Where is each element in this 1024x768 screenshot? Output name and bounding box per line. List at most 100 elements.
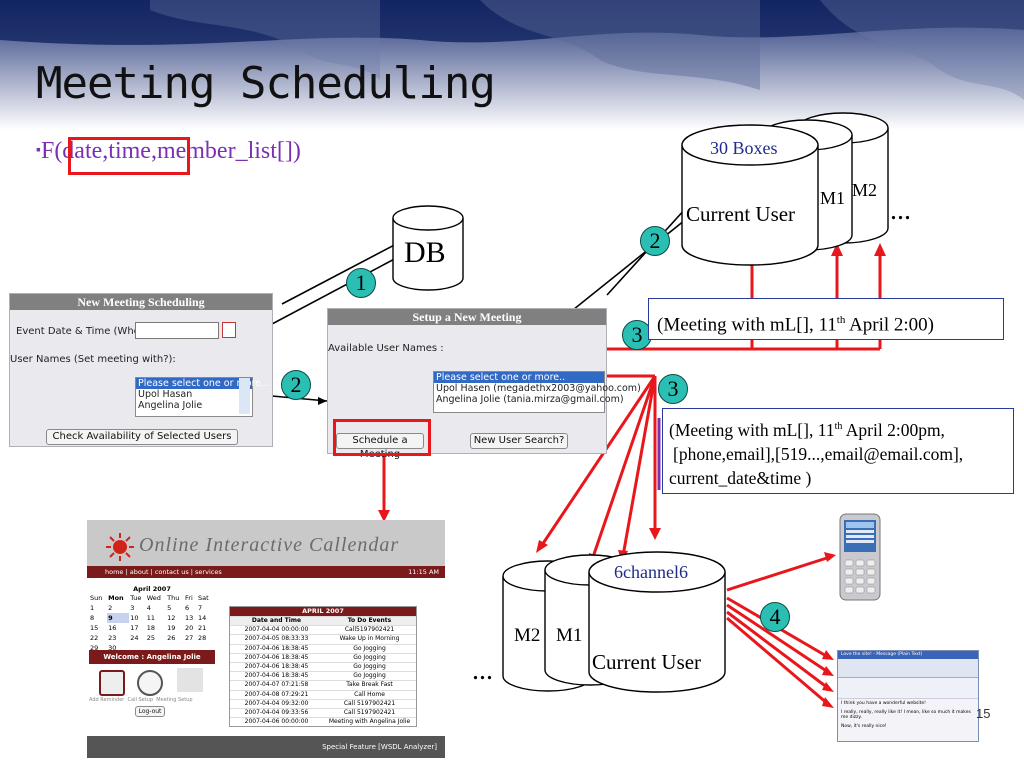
bottom-stack-ellipsis: ...	[472, 655, 493, 686]
user-select-list[interactable]: Please select one or more... Upol Hasan …	[135, 377, 271, 417]
logout-button[interactable]: Log-out	[135, 706, 165, 717]
icon-label: Call Setup	[127, 697, 154, 703]
day[interactable]: 7	[197, 604, 203, 612]
table-row: 2007-04-06 18:38:45 Go Jogging	[230, 671, 416, 680]
available-user-option[interactable]: Angelina Jolie (tania.mirza@gmail.com)	[436, 394, 624, 405]
weekday: Wed	[146, 594, 161, 602]
day[interactable]: 21	[197, 624, 207, 632]
special-feature-link[interactable]: Special Feature [WSDL Analyzer]	[322, 743, 437, 751]
day[interactable]: 18	[146, 624, 156, 632]
day[interactable]: 30	[108, 644, 117, 652]
email-message-window: Love the site! - Message (Plain Text) I …	[837, 650, 979, 742]
cell: 2007-04-07 07:21:58	[244, 681, 309, 689]
top-stack-current-cylinder	[681, 145, 819, 266]
call-setup-icon[interactable]	[137, 670, 163, 696]
day[interactable]: 3	[130, 604, 135, 612]
user-option[interactable]: Please select one or more...	[136, 378, 271, 389]
day[interactable]: 17	[130, 624, 139, 632]
setup-meeting-header: Setup a New Meeting	[328, 309, 606, 325]
check-availability-button[interactable]: Check Availability of Selected Users	[46, 429, 238, 445]
day[interactable]: 13	[185, 614, 194, 622]
cell: 2007-04-06 18:38:45	[244, 653, 309, 661]
day[interactable]: 29	[90, 644, 99, 652]
weekday: Tue	[130, 594, 142, 602]
day[interactable]: 19	[167, 624, 176, 632]
user-option[interactable]: Upol Hasan	[138, 389, 193, 400]
day[interactable]: 24	[130, 634, 139, 642]
day-today[interactable]: 9	[107, 613, 130, 623]
cell: 2007-04-06 00:00:00	[244, 718, 309, 726]
email-body-line: I really, really, really like it! I mean…	[841, 710, 971, 720]
step-3-badge-bottom: 3	[658, 374, 688, 404]
cell: 2007-04-06 18:38:45	[244, 672, 309, 680]
events-table-title: APRIL 2007	[230, 607, 416, 616]
day[interactable]: 10	[130, 614, 139, 622]
cell: 2007-04-04 00:00:00	[244, 626, 309, 634]
email-toolbar	[838, 659, 978, 678]
event-date-input[interactable]	[135, 322, 219, 339]
top-stack-current-user: Current User	[686, 202, 796, 226]
day[interactable]: 25	[146, 634, 156, 642]
weekday: Sun	[90, 594, 103, 602]
available-user-option[interactable]: Please select one or more..	[434, 372, 604, 383]
day[interactable]: 2	[108, 604, 113, 612]
bullet-marker: ▪	[36, 143, 41, 158]
day[interactable]: 15	[90, 624, 99, 632]
email-titlebar: Love the site! - Message (Plain Text)	[838, 651, 978, 659]
note-bottom-line3: current_date&time )	[669, 467, 812, 488]
day[interactable]: 6	[185, 604, 190, 612]
day[interactable]: 5	[167, 604, 172, 612]
user-option[interactable]: Angelina Jolie	[138, 400, 203, 411]
day[interactable]: 16	[108, 624, 117, 632]
day[interactable]: 14	[197, 614, 207, 622]
icon-label: Add Reminder	[89, 697, 125, 703]
cell: Wake Up in Morning	[339, 635, 400, 643]
day[interactable]: 4	[146, 604, 151, 612]
calendar-nav-links[interactable]: home | about | contact us | services	[105, 568, 222, 576]
bottom-stack-m2: M2	[514, 625, 541, 646]
note-top-pre: (Meeting with mL[], 11	[657, 314, 837, 336]
day[interactable]: 27	[185, 634, 194, 642]
day[interactable]: 26	[167, 634, 176, 642]
db-label: DB	[404, 236, 446, 269]
available-user-option[interactable]: Upol Hasen (megadethx2003@yahoo.com)	[436, 383, 641, 394]
page-number: 15	[976, 706, 991, 721]
calendar-title: Online Interactive Callendar	[139, 534, 400, 556]
day[interactable]: 1	[90, 604, 95, 612]
new-meeting-form: New Meeting Scheduling Event Date & Time…	[9, 293, 273, 447]
step-2-badge-left: 2	[281, 370, 311, 400]
day[interactable]: 20	[185, 624, 194, 632]
cell: Go Jogging	[353, 672, 386, 680]
meeting-setup-icon[interactable]	[177, 668, 203, 692]
setup-meeting-form: Setup a New Meeting Available User Names…	[327, 308, 641, 460]
new-meeting-header: New Meeting Scheduling	[10, 294, 272, 310]
new-user-search-button[interactable]: New User Search?	[470, 433, 568, 449]
day[interactable]: 23	[108, 634, 117, 642]
day[interactable]: 28	[197, 634, 207, 642]
step-2-badge-right: 2	[640, 226, 670, 256]
icon-labels: Add Reminder Call Setup Meeting Setup	[89, 697, 193, 703]
note-top-post: April 2:00)	[845, 314, 934, 336]
icon-label: Meeting Setup	[156, 697, 193, 703]
weekday: Thu	[167, 594, 180, 602]
day[interactable]: 11	[146, 614, 156, 622]
available-users-list[interactable]: Please select one or more.. Upol Hasen (…	[433, 371, 641, 413]
note-bottom-line1-pre: (Meeting with mL[], 11	[669, 419, 835, 440]
list-scrollbar[interactable]	[239, 378, 250, 414]
calendar-picker-icon[interactable]	[222, 322, 236, 338]
calendar-nav: home | about | contact us | services 11:…	[87, 566, 445, 578]
user-names-label: User Names (Set meeting with?):	[10, 354, 176, 365]
day[interactable]: 12	[167, 614, 176, 622]
smartphone-icon	[839, 513, 881, 601]
bullet-text: F(date,time,member_list[])	[40, 138, 301, 164]
reminder-icon[interactable]	[99, 670, 125, 696]
day[interactable]: 8	[90, 614, 95, 622]
day[interactable]: 22	[90, 634, 99, 642]
